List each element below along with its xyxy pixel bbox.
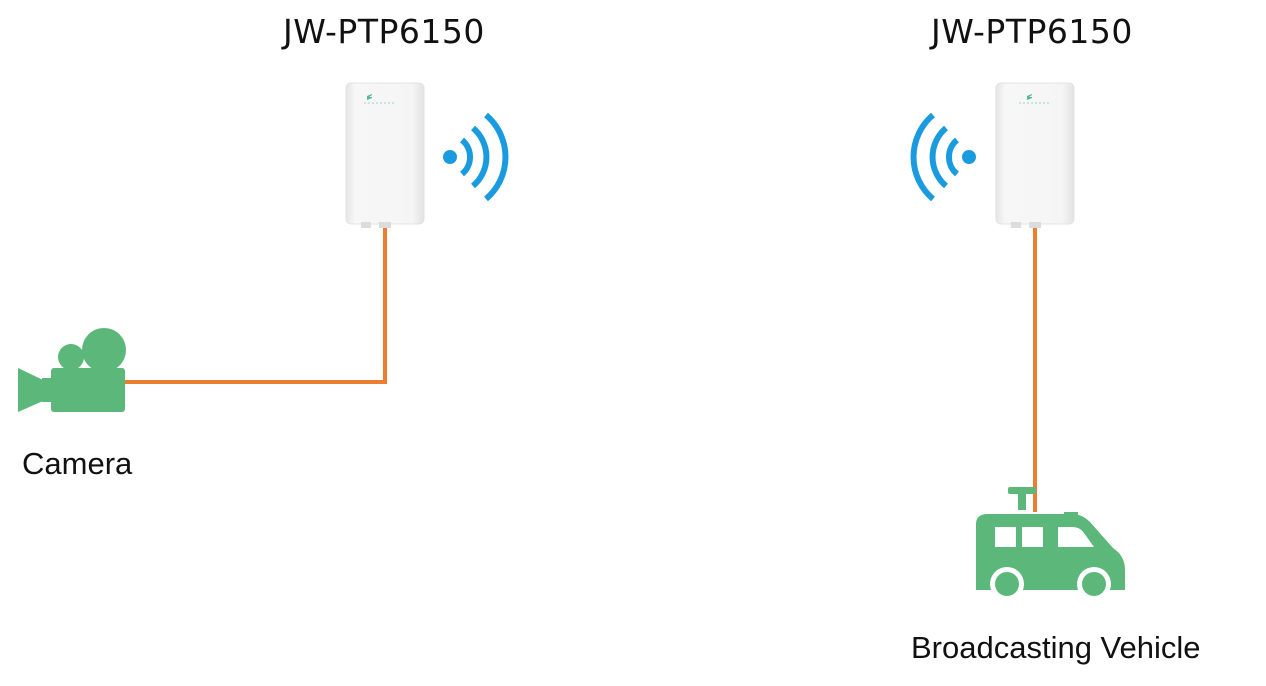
ptp-device-right <box>995 82 1075 228</box>
vehicle-label: Broadcasting Vehicle <box>911 630 1201 665</box>
wireless-signal-icon-left <box>443 112 509 202</box>
ptp-device-left <box>345 82 425 228</box>
video-camera-icon <box>18 328 126 412</box>
device-title-left: JW-PTP6150 <box>283 12 485 51</box>
ethernet-cable-left <box>124 226 387 384</box>
wireless-signal-icon-right <box>910 112 976 202</box>
broadcast-van-icon <box>976 487 1125 601</box>
device-title-right: JW-PTP6150 <box>931 12 1133 51</box>
camera-label: Camera <box>22 446 133 481</box>
